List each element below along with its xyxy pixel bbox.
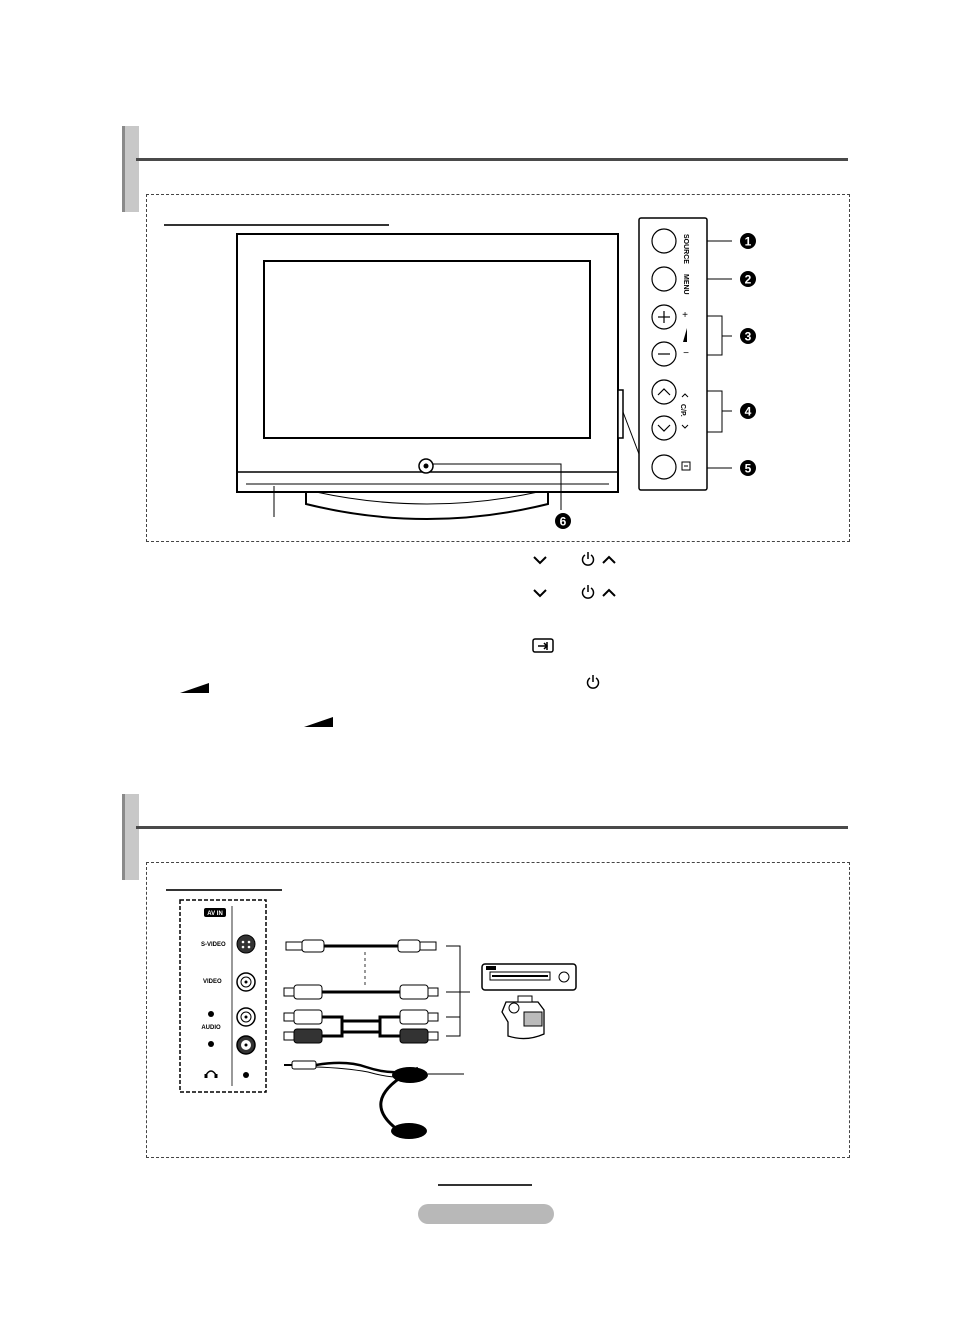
front-panel-title-underline xyxy=(164,224,389,226)
svg-text:3: 3 xyxy=(745,330,752,344)
side-panel-frame xyxy=(146,862,850,1158)
volume-wedge-icon xyxy=(180,683,209,693)
svg-text:2: 2 xyxy=(745,273,752,287)
chevron-up-icon xyxy=(602,588,616,597)
enter-button[interactable] xyxy=(651,454,677,480)
source-enter-icon xyxy=(681,461,691,471)
callout-6 xyxy=(555,513,571,529)
tv-stand xyxy=(305,491,549,520)
menu-button[interactable] xyxy=(651,266,677,292)
callout-1 xyxy=(740,233,756,249)
svg-text:6: 6 xyxy=(560,515,567,529)
vcr-icon xyxy=(481,963,577,991)
chevron-down-icon xyxy=(533,589,547,598)
tv-body xyxy=(236,233,624,493)
headphone-jack[interactable] xyxy=(243,1072,249,1078)
svideo-cable xyxy=(285,939,437,953)
callout-5 xyxy=(740,460,756,476)
audio-l-cable xyxy=(283,1009,439,1034)
av-in-header: AV IN xyxy=(207,911,223,917)
video-cable xyxy=(283,984,439,1000)
av-side-panel xyxy=(179,899,267,1093)
ch-down-button[interactable] xyxy=(651,415,677,441)
footer-underline xyxy=(438,1184,532,1186)
source-button[interactable] xyxy=(651,228,677,254)
side-panel-title-underline xyxy=(166,889,282,891)
svg-text:SOURCE: SOURCE xyxy=(682,234,689,264)
section-rule-bottom xyxy=(136,826,848,829)
headphones-icon xyxy=(379,1067,428,1139)
section-marker-top xyxy=(122,126,139,212)
volume-wedge-icon xyxy=(683,328,687,342)
svideo-label: S-VIDEO xyxy=(201,942,226,948)
power-icon xyxy=(581,585,595,599)
tv-front-illustration: 6 SOURCE MENU + − C/P. 1 2 3 4 5 xyxy=(236,217,756,529)
volume-wedge-icon xyxy=(304,717,333,727)
section-rule-top xyxy=(136,158,848,161)
audio-l-label: L xyxy=(209,1012,213,1018)
svg-text:5: 5 xyxy=(745,462,752,476)
svg-text:C/P.: C/P. xyxy=(679,404,686,417)
front-panel-frame xyxy=(146,194,850,542)
callout-3 xyxy=(740,328,756,344)
power-icon xyxy=(581,552,595,566)
power-icon xyxy=(586,675,600,689)
audio-label: AUDIO xyxy=(201,1025,221,1031)
svideo-jack[interactable] xyxy=(236,934,256,954)
source-enter-icon xyxy=(532,638,554,653)
ch-up-button[interactable] xyxy=(651,379,677,405)
section-marker-bottom xyxy=(122,794,139,880)
svg-text:1: 1 xyxy=(745,235,752,249)
page-number-pill xyxy=(418,1204,554,1224)
av-connection-illustration: AV IN S-VIDEO VIDEO L AUDIO R xyxy=(179,899,577,1139)
chevron-up-icon xyxy=(602,555,616,564)
headphone-icon xyxy=(204,1070,218,1078)
vol-minus-label: − xyxy=(683,348,689,359)
camcorder-icon xyxy=(501,995,545,1040)
svg-text:MENU: MENU xyxy=(682,274,689,295)
vol-plus-label: + xyxy=(682,310,688,321)
svg-text:4: 4 xyxy=(745,405,752,419)
audio-r-cable xyxy=(283,1019,439,1044)
callout-4 xyxy=(740,403,756,419)
audio-r-label: R xyxy=(209,1042,214,1048)
video-label: VIDEO xyxy=(203,979,222,985)
chevron-down-icon xyxy=(533,556,547,565)
callout-2 xyxy=(740,271,756,287)
